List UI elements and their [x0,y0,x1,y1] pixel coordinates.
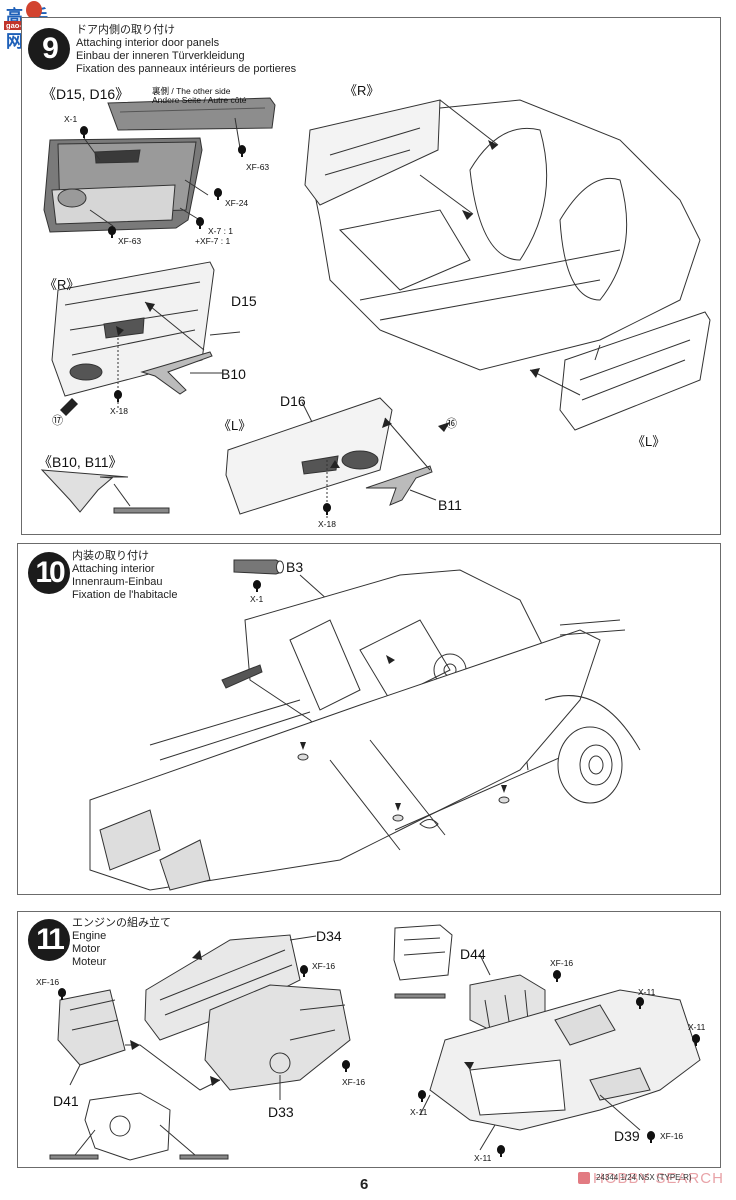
step-9-title-jp: ドア内側の取り付け [76,24,175,36]
step-11-title-en: Engine [72,930,107,942]
paint-xf7: +XF-7 : 1 [195,236,231,246]
part-b10-drawing [140,351,213,395]
step-10-number: 10 [35,556,65,589]
part-exhaust-detail-drawing [393,924,453,981]
label-d15-d16: 《D15, D16》 [42,86,130,102]
watermark-text: HOBBY SEARCH [593,1169,724,1187]
paint-x7: X-7 : 1 [208,226,234,236]
part-d41-detail-drawing [84,1092,171,1161]
paint-bottle-icon [418,1090,426,1102]
step-11-title-jp: エンジンの組み立て [72,917,171,929]
paint-x18-left: X-18 [110,406,128,416]
paint-x1: X-1 [64,114,78,124]
step-10-title: 内装の取り付け Attaching interior Innenraum-Ein… [72,550,177,602]
step-10-title-jp: 内装の取り付け [72,550,149,562]
step-9-title-en: Attaching interior door panels [76,37,220,49]
paint-bottle-icon [692,1034,700,1046]
paint-bottle-icon [300,965,308,977]
paint-bottle-icon [636,997,644,1009]
product-code-text: 24344 1/24 NSX (TYPE-R) [596,1173,692,1182]
paint-bottle-icon [196,217,204,229]
paint-bottle-icon [80,126,88,138]
paint-xf16-a: XF-16 [312,961,336,971]
part-b10-b11-drawing [40,469,129,513]
label-other-side-2: Andere Seite / Autre côté [152,95,247,105]
label-r-right: 《R》 [344,83,380,98]
hobby-search-watermark: HOBBY SEARCH 24344 1/24 NSX (TYPE-R) [578,1169,724,1187]
step-11-title-fr: Moteur [72,956,107,968]
paint-bottle-icon [114,390,122,402]
step-11-number: 11 [36,923,65,956]
label-other-side-1: 裏側 / The other side [152,86,231,96]
paint-bottle-icon [108,226,116,238]
interior-tub-drawing [309,99,701,371]
step-11-title: エンジンの組み立て Engine Motor Moteur [72,917,171,969]
step-ref-17: ⑰ [52,415,63,427]
label-d16: D16 [280,393,306,409]
page-number: 6 [360,1176,369,1193]
paint-xf16-d: XF-16 [550,958,574,968]
paint-x18-right: X-18 [318,519,336,529]
paint-xf16-e: XF-16 [660,1131,684,1141]
paint-xf16-b: XF-16 [36,977,60,987]
step-9-title-de: Einbau der inneren Türverkleidung [76,50,245,62]
label-l-left: 《L》 [218,418,252,433]
label-d44: D44 [460,946,486,962]
step-10-title-de: Innenraum-Einbau [72,576,163,588]
chassis-drawing [89,629,601,891]
paint-xf16-c: XF-16 [342,1077,366,1087]
door-other-side-drawing [107,97,276,131]
wheel-hub-drawing [557,726,623,804]
step-9-title-fr: Fixation des panneaux intérieurs de port… [76,63,297,75]
door-panel-l-small-drawing [559,311,711,431]
label-d39: D39 [614,1128,640,1144]
label-l-right: 《L》 [632,434,666,449]
step-9-title: ドア内側の取り付け Attaching interior door panels… [76,24,296,76]
door-panel-l-drawing [225,397,393,515]
paint-xf24: XF-24 [225,198,249,208]
step-9-illustration [40,97,711,520]
paint-bottle-icon [238,145,246,157]
paint-bottle-icon [253,580,261,592]
label-b11: B11 [438,497,462,513]
step-ref-16: ⑯ [446,418,457,430]
step-9-number: 9 [42,32,59,65]
step-10-title-en: Attaching interior [72,563,155,575]
step-11-title-de: Motor [72,943,101,955]
label-d15: D15 [231,293,257,309]
paint-x1-step10: X-1 [250,594,264,604]
paint-xf63-bottom: XF-63 [118,236,142,246]
paint-bottle-icon [647,1131,655,1143]
paint-bottle-icon [214,188,222,200]
label-d34: D34 [316,928,342,944]
thumbs-up-icon [26,1,42,19]
paint-x11-d: X-11 [474,1153,492,1163]
paint-x11-a: X-11 [638,987,656,997]
paint-x11-b: X-11 [688,1022,706,1032]
label-b3: B3 [286,559,304,575]
door-panel-r-small-drawing [304,99,441,206]
hobby-search-logo-icon [578,1172,590,1184]
paint-x11-c: X-11 [410,1107,428,1117]
paint-bottle-icon [58,988,66,1000]
label-d33: D33 [268,1104,294,1120]
step-10-illustration [89,559,641,891]
part-d41-drawing [57,989,126,1066]
step-9-badge: 9 [28,28,70,70]
paint-xf63-top: XF-63 [246,162,270,172]
label-d41: D41 [53,1093,79,1109]
paint-bottle-icon [497,1145,505,1157]
paint-bottle-icon [342,1060,350,1072]
paint-bottle-icon [553,970,561,982]
step-11-badge: 11 [28,919,70,961]
part-d33-drawing [204,984,351,1091]
label-b10-b11: 《B10, B11》 [38,454,123,470]
paint-bottle-icon [323,503,331,515]
label-b10: B10 [221,366,246,382]
part-b11-drawing [365,465,433,506]
label-r-left: 《R》 [44,277,80,292]
step-10-title-fr: Fixation de l'habitacle [72,589,178,601]
step-10-badge: 10 [28,552,70,594]
